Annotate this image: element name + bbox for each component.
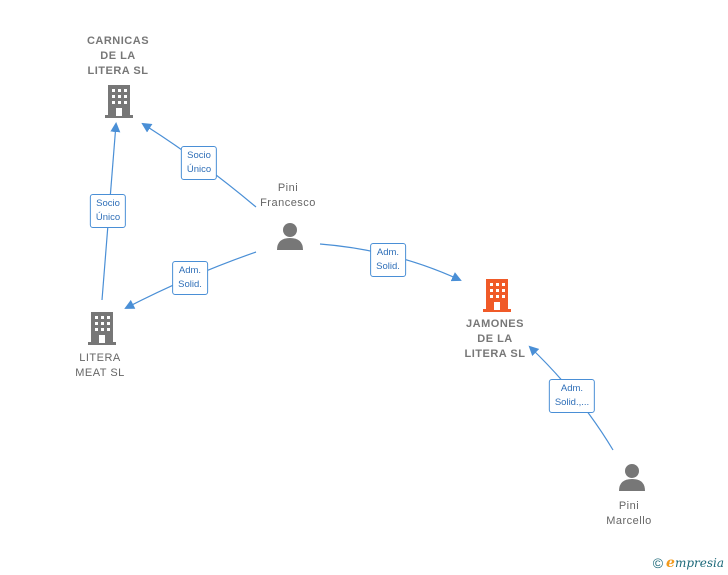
node-label-litera-meat[interactable]: LITERA MEAT SL: [75, 352, 125, 379]
node-label-pini-marcello[interactable]: Pini Marcello: [606, 500, 652, 527]
person-icon[interactable]: [617, 463, 647, 491]
edge-label-meat-carnicas: Socio Único: [89, 194, 127, 228]
brand-logo-e: e: [666, 555, 675, 571]
building-icon[interactable]: [86, 311, 118, 345]
copyright-symbol: ©: [652, 555, 664, 571]
node-label-jamones[interactable]: JAMONES DE LA LITERA SL: [464, 318, 526, 360]
node-label-pini-francesco[interactable]: Pini Francesco: [260, 182, 316, 209]
building-icon[interactable]: [103, 84, 135, 118]
person-icon[interactable]: [275, 222, 305, 250]
edge-label-francesco-carnicas: Socio Único: [180, 146, 218, 180]
building-icon[interactable]: [481, 278, 513, 312]
edge-label-francesco-jamones: Adm. Solid.: [370, 243, 406, 277]
node-label-carnicas[interactable]: CARNICAS DE LA LITERA SL: [86, 35, 150, 77]
brand-logo-text[interactable]: mpresia: [674, 556, 724, 570]
edge-label-francesco-meat: Adm. Solid.: [172, 261, 208, 295]
edge-label-marcello-jamones: Adm. Solid.,...: [548, 379, 596, 413]
